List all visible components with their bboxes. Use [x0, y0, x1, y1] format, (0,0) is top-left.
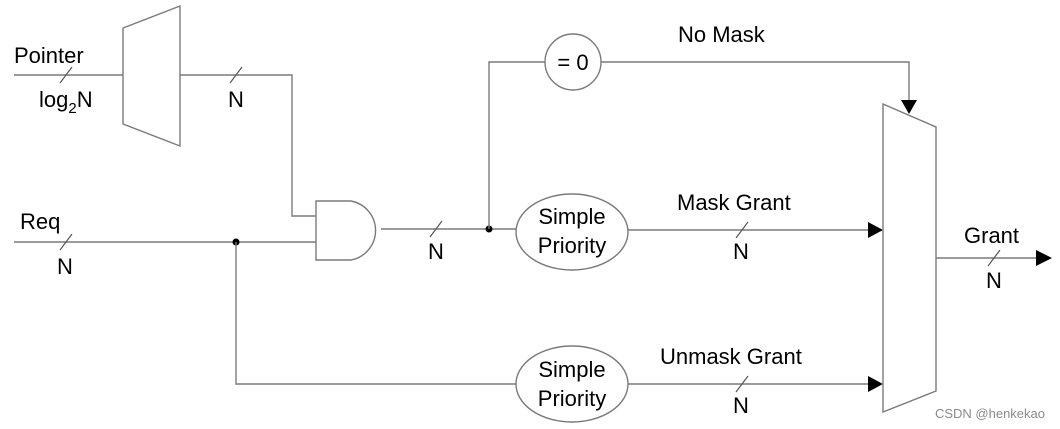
unmask-grant-width-label: N — [733, 393, 749, 418]
unmask-grant-arrowhead — [868, 376, 883, 392]
masked-simple-label: Simple — [538, 204, 605, 229]
decoder-width-tick — [229, 66, 243, 84]
no-mask-wire — [601, 61, 910, 100]
mask-grant-label: Mask Grant — [677, 190, 791, 215]
unmasked-priority-label: Priority — [538, 386, 606, 411]
unmask-grant-label: Unmask Grant — [660, 344, 802, 369]
and-gate — [315, 200, 377, 261]
pointer-decoder — [122, 4, 181, 148]
no-mask-label: No Mask — [678, 22, 766, 47]
zero-test-input-wire — [488, 61, 545, 229]
req-width-tick — [59, 233, 73, 251]
watermark: CSDN @henkekao — [935, 406, 1045, 421]
decoder-output-wire — [180, 74, 316, 217]
unmask-input-wire — [235, 242, 516, 385]
mask-grant-arrowhead — [868, 222, 883, 238]
req-width-label: N — [57, 254, 73, 279]
zero-test-label: = 0 — [557, 50, 588, 75]
pointer-width-label: log2N — [39, 87, 93, 117]
grant-width-tick — [987, 249, 1001, 267]
req-label: Req — [20, 209, 60, 234]
grant-width-label: N — [986, 268, 1002, 293]
unmask-grant-width-tick — [735, 375, 749, 393]
unmasked-simple-label: Simple — [538, 357, 605, 382]
pointer-label: Pointer — [14, 43, 84, 68]
pointer-width-tick — [59, 66, 73, 84]
and-width-tick — [429, 220, 443, 238]
decoder-width-label: N — [228, 87, 244, 112]
masked-priority-label: Priority — [538, 233, 606, 258]
grant-label: Grant — [964, 223, 1019, 248]
output-mux — [882, 102, 937, 414]
and-width-label: N — [428, 239, 444, 264]
no-mask-arrowhead — [901, 100, 917, 114]
masked-simple-priority — [515, 193, 629, 271]
grant-arrowhead — [1036, 250, 1052, 266]
mask-grant-width-label: N — [733, 239, 749, 264]
mask-grant-width-tick — [735, 221, 749, 239]
